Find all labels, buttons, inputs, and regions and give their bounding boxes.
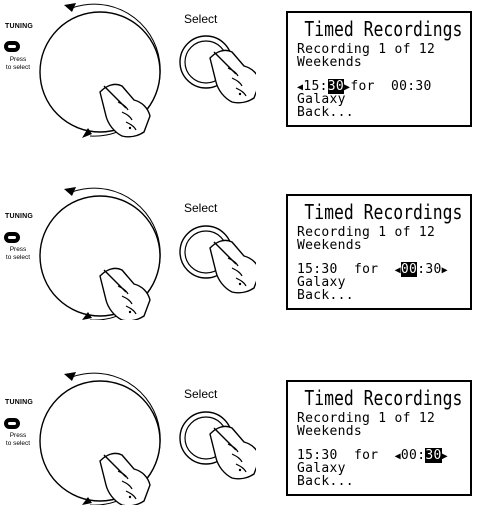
display-line-1: Recording 1 of 12 — [297, 42, 436, 57]
press-label: Press to select — [0, 246, 36, 261]
start-hours: 15 — [297, 448, 314, 463]
tuning-knob-icon[interactable] — [4, 41, 20, 52]
duration-hours: 00 — [400, 262, 418, 277]
start-minutes: 30 — [321, 262, 338, 277]
display-station: Galaxy — [297, 461, 346, 476]
step-3: TUNING Press to select Select Timed Reco… — [0, 365, 487, 515]
rotary-dial-icon[interactable] — [30, 0, 170, 140]
display-time-line: ◀15:30▶for 00:30 — [297, 79, 432, 94]
for-word: for — [350, 79, 375, 94]
arrow-icon — [82, 128, 92, 138]
for-word: for — [353, 262, 379, 277]
duration-hours: 00 — [390, 79, 408, 94]
display-back: Back... — [297, 474, 354, 489]
arrow-right-icon: ▶ — [344, 82, 351, 93]
tuning-knob-icon[interactable] — [4, 232, 20, 243]
arrow-left-icon: ◀ — [297, 82, 304, 93]
display-station: Galaxy — [297, 275, 346, 290]
arrow-icon — [64, 187, 76, 196]
display-station: Galaxy — [297, 92, 346, 107]
press-line-2: to select — [5, 63, 31, 71]
display-back: Back... — [297, 288, 354, 303]
start-minutes: 30 — [327, 79, 344, 94]
display-title: Timed Recordings — [304, 17, 463, 41]
press-line-1: Press — [9, 56, 27, 63]
press-line-1: Press — [9, 246, 27, 253]
arrow-icon — [82, 312, 92, 320]
arrow-left-icon: ◀ — [394, 265, 401, 276]
select-button-icon[interactable] — [176, 212, 256, 312]
arrow-left-icon: ◀ — [394, 451, 401, 462]
arrow-icon — [64, 372, 76, 381]
arrow-right-icon: ▶ — [441, 451, 448, 462]
press-label: Press to select — [0, 432, 36, 447]
hand-icon — [209, 425, 256, 480]
display-time-line: 15:30 for ◀00:30▶ — [297, 448, 448, 463]
press-label: Press to select — [0, 56, 36, 71]
rotary-dial-icon[interactable] — [30, 180, 170, 320]
select-button-icon[interactable] — [176, 22, 256, 122]
select-label: Select — [184, 12, 218, 26]
step-2: TUNING Press to select Select Timed Reco… — [0, 180, 487, 330]
start-minutes: 30 — [321, 448, 338, 463]
display-line-2: Weekends — [297, 55, 363, 70]
rotary-dial-icon[interactable] — [30, 365, 170, 505]
duration-minutes: 30 — [425, 262, 442, 277]
hand-icon — [209, 49, 256, 104]
press-line-1: Press — [9, 432, 27, 439]
for-word: for — [353, 448, 379, 463]
display-line-1: Recording 1 of 12 — [297, 411, 436, 426]
display-title: Timed Recordings — [304, 200, 463, 224]
hand-icon — [209, 239, 256, 294]
display-line-1: Recording 1 of 12 — [297, 225, 436, 240]
lcd-display: Timed Recordings Recording 1 of 12 Weeke… — [286, 11, 472, 127]
start-hours: 15 — [303, 79, 320, 94]
display-line-2: Weekends — [297, 424, 363, 439]
select-button-icon[interactable] — [176, 398, 256, 498]
select-label: Select — [184, 387, 218, 401]
display-title: Timed Recordings — [304, 386, 463, 410]
press-line-2: to select — [5, 253, 31, 261]
duration-minutes: 30 — [415, 79, 432, 94]
press-line-2: to select — [5, 439, 31, 447]
display-back: Back... — [297, 105, 354, 120]
arrow-icon — [64, 3, 76, 12]
tuning-label: TUNING — [4, 399, 34, 406]
start-hours: 15 — [297, 262, 314, 277]
select-label: Select — [184, 201, 218, 215]
display-time-line: 15:30 for ◀00:30▶ — [297, 262, 448, 277]
tuning-knob-icon[interactable] — [4, 418, 20, 429]
duration-hours: 00 — [400, 448, 418, 463]
tuning-label: TUNING — [4, 213, 34, 220]
display-line-2: Weekends — [297, 238, 363, 253]
lcd-display: Timed Recordings Recording 1 of 12 Weeke… — [286, 380, 472, 496]
step-1: TUNING Press to select Select Timed Reco… — [0, 0, 487, 150]
arrow-right-icon: ▶ — [441, 265, 448, 276]
arrow-icon — [82, 497, 92, 505]
tuning-label: TUNING — [4, 23, 34, 30]
duration-minutes: 30 — [425, 448, 442, 463]
lcd-display: Timed Recordings Recording 1 of 12 Weeke… — [286, 194, 472, 310]
